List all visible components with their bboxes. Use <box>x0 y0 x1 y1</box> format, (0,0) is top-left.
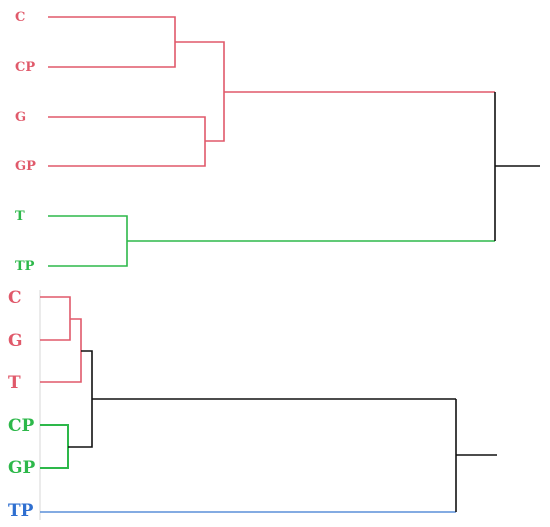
top-leaf-label-tp: TP <box>15 259 35 274</box>
top-leaf-label-cp: CP <box>15 60 35 75</box>
top-link-t-tp <box>48 215 128 267</box>
top-leaf-label-gp: GP <box>15 159 36 174</box>
bottom-leaf-label-gp: GP <box>8 458 36 478</box>
bottom-link-cg-t <box>40 318 82 383</box>
bottom-link-red-green <box>68 350 93 448</box>
bottom-dendrogram: C G T CP GP TP <box>8 288 497 521</box>
bottom-leaf-label-c: C <box>8 288 22 308</box>
top-leaf-label-t: T <box>15 209 25 224</box>
top-link-g-gp <box>48 116 206 167</box>
top-link-red-cluster <box>175 41 225 142</box>
top-link-c-cp <box>48 16 176 68</box>
bottom-link-cp-gp <box>40 424 69 469</box>
bottom-leaf-label-cp: CP <box>8 416 35 436</box>
bottom-leaf-label-t: T <box>8 373 21 393</box>
top-leaf-label-c: C <box>15 10 25 25</box>
bottom-link-c-g <box>40 296 71 341</box>
bottom-leaf-label-g: G <box>8 331 23 351</box>
top-leaf-label-g: G <box>15 110 26 125</box>
top-dendrogram: C CP G GP T TP <box>15 10 540 274</box>
bottom-leaf-label-tp: TP <box>8 501 34 521</box>
